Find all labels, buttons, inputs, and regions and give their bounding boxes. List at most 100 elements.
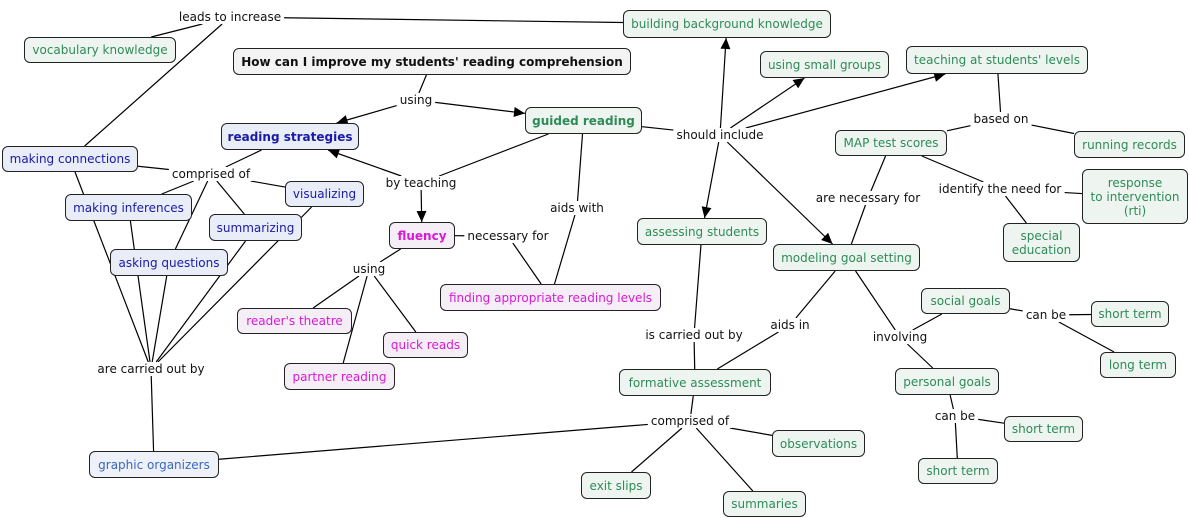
connection-map-necessary bbox=[870, 155, 887, 192]
node-exit-slips[interactable]: exit slips bbox=[581, 472, 651, 499]
connection-comprised2-exit bbox=[631, 427, 683, 473]
connection-inferences-are_carried bbox=[129, 220, 151, 363]
connection-goal-aidsin bbox=[795, 270, 836, 319]
connection-comprised1-connections bbox=[137, 165, 169, 171]
connection-identify-special bbox=[1004, 195, 1027, 224]
link-identify-the-need-for: identify the need for bbox=[935, 182, 1065, 196]
connection-comprised2-observations bbox=[729, 427, 773, 436]
connection-map-identify bbox=[921, 155, 984, 183]
connection-leads-vocab bbox=[151, 23, 203, 38]
link-by-teaching: by teaching bbox=[382, 176, 460, 190]
connection-guided-should bbox=[641, 126, 674, 131]
link-aids-with: aids with bbox=[547, 201, 607, 215]
connection-levels-based bbox=[997, 73, 1002, 113]
connection-should-assessing bbox=[703, 141, 720, 219]
connection-involving-social bbox=[912, 313, 943, 331]
node-readers-theatre[interactable]: reader's theatre bbox=[237, 308, 352, 334]
arrowhead-should-levels bbox=[933, 72, 946, 82]
node-vocabulary-knowledge[interactable]: vocabulary knowledge bbox=[24, 37, 176, 63]
connection-byteaching-strategies bbox=[327, 149, 402, 177]
connection-carried_by-formative bbox=[693, 341, 696, 370]
connection-based-map bbox=[946, 125, 971, 132]
connection-fluency-using2 bbox=[379, 248, 401, 263]
link-aids-in: aids in bbox=[767, 318, 813, 332]
link-are-carried-out-by: are carried out by bbox=[94, 362, 208, 376]
node-visualizing[interactable]: visualizing bbox=[285, 181, 364, 207]
arrowhead-should-bbk bbox=[720, 38, 731, 50]
arrowhead-byteaching-strategies bbox=[328, 148, 341, 159]
connection-guided-byteaching bbox=[438, 133, 549, 177]
node-personal-goals[interactable]: personal goals bbox=[895, 368, 999, 395]
node-special-education[interactable]: special education bbox=[1003, 223, 1080, 262]
link-can-be-personal: can be bbox=[931, 409, 979, 423]
node-long-term[interactable]: long term bbox=[1100, 352, 1176, 378]
link-leads-to-increase: leads to increase bbox=[175, 10, 285, 24]
connection-necessary-goal bbox=[850, 204, 867, 245]
connection-identify-rti bbox=[1064, 191, 1083, 195]
node-short-term-personal-1[interactable]: short term bbox=[1004, 416, 1083, 442]
node-quick-reads[interactable]: quick reads bbox=[383, 332, 468, 358]
connection-summarizing-are_carried bbox=[155, 240, 247, 363]
connection-connections-leads bbox=[84, 23, 223, 147]
arrowhead-byteaching-fluency bbox=[416, 210, 427, 222]
connection-comprised1-inferences bbox=[161, 180, 194, 195]
arrowhead-should-assessing bbox=[701, 206, 712, 218]
node-modeling-goal-setting[interactable]: modeling goal setting bbox=[773, 244, 920, 271]
connection-canbe2-short2 bbox=[978, 418, 1005, 424]
link-comprised-of-strategies: comprised of bbox=[168, 167, 254, 181]
connection-using2-theatre bbox=[312, 275, 360, 309]
link-based-on: based on bbox=[970, 112, 1032, 126]
connection-assessing-carried_by bbox=[693, 244, 702, 329]
node-running-records[interactable]: running records bbox=[1074, 131, 1185, 158]
node-formative-assessment[interactable]: formative assessment bbox=[619, 369, 771, 396]
connection-involving-personal bbox=[906, 343, 934, 369]
node-short-term-personal-2[interactable]: short term bbox=[918, 458, 998, 484]
link-can-be-social: can be bbox=[1022, 308, 1070, 322]
connection-based-running bbox=[1031, 124, 1075, 135]
node-finding-appropriate-reading-levels[interactable]: finding appropriate reading levels bbox=[440, 284, 661, 311]
arrowhead-should-small_groups bbox=[792, 78, 805, 89]
link-is-carried-out-by: is carried out by bbox=[642, 328, 746, 342]
arrowhead-should-goal bbox=[821, 232, 833, 244]
node-short-term-social[interactable]: short term bbox=[1091, 301, 1169, 327]
node-asking-questions[interactable]: asking questions bbox=[110, 249, 228, 276]
connection-should-levels bbox=[745, 73, 946, 129]
node-teaching-at-students-levels[interactable]: teaching at students' levels bbox=[906, 46, 1088, 74]
arrowhead-using1-guided bbox=[513, 107, 525, 117]
node-making-connections[interactable]: making connections bbox=[2, 146, 138, 172]
link-involving: involving bbox=[869, 330, 931, 344]
connection-social-canbe1 bbox=[1009, 308, 1023, 312]
node-social-goals[interactable]: social goals bbox=[921, 288, 1010, 314]
connection-using2-quick bbox=[373, 275, 417, 333]
node-partner-reading[interactable]: partner reading bbox=[284, 363, 395, 390]
link-comprised-of-formative: comprised of bbox=[647, 414, 733, 428]
link-necessary-for: necessary for bbox=[464, 229, 552, 243]
node-observations[interactable]: observations bbox=[772, 430, 865, 457]
node-graphic-organizers[interactable]: graphic organizers bbox=[89, 451, 219, 478]
node-making-inferences[interactable]: making inferences bbox=[65, 194, 192, 221]
link-using: using bbox=[396, 93, 436, 107]
node-summaries[interactable]: summaries bbox=[723, 491, 806, 517]
node-summarizing[interactable]: summarizing bbox=[209, 214, 302, 241]
node-main-question[interactable]: How can I improve my students' reading c… bbox=[233, 48, 631, 75]
node-fluency[interactable]: fluency bbox=[389, 222, 455, 249]
node-response-to-intervention[interactable]: response to intervention (rti) bbox=[1082, 169, 1188, 224]
arrowhead-using1-strategies bbox=[336, 115, 349, 125]
node-building-background-knowledge[interactable]: building background knowledge bbox=[623, 10, 831, 38]
connection-comprised2-summaries bbox=[695, 427, 754, 492]
connection-should-goal bbox=[726, 141, 833, 245]
link-should-include: should include bbox=[673, 128, 767, 142]
node-using-small-groups[interactable]: using small groups bbox=[760, 51, 889, 78]
node-assessing-students[interactable]: assessing students bbox=[637, 218, 767, 245]
connection-comprised2-organizers bbox=[218, 423, 648, 460]
connection-canbe1-long bbox=[1058, 321, 1115, 353]
connection-goal-involving bbox=[855, 270, 896, 331]
node-map-test-scores[interactable]: MAP test scores bbox=[835, 130, 947, 156]
connection-questions-are_carried bbox=[151, 275, 168, 363]
node-guided-reading[interactable]: guided reading bbox=[525, 107, 642, 134]
connection-guided-aidswith bbox=[576, 133, 584, 202]
connection-aidswith-finding bbox=[553, 214, 576, 285]
connection-should-bbk bbox=[719, 37, 727, 129]
node-reading-strategies[interactable]: reading strategies bbox=[221, 123, 359, 150]
